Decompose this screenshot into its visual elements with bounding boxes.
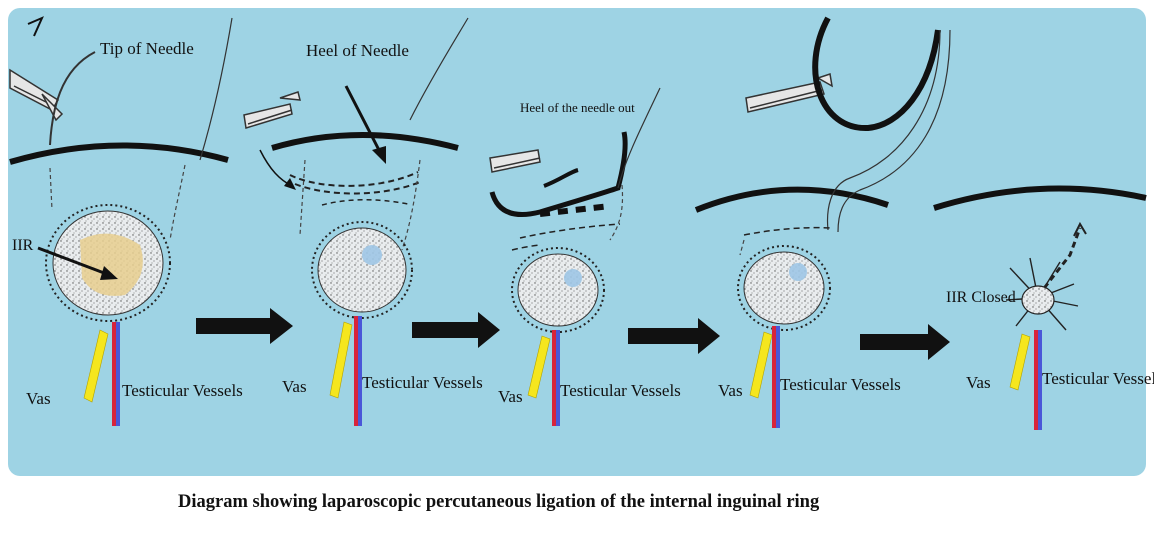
vas-label-4: Vas [718,381,743,400]
testicular-vessels-label-4: Testicular Vessels [780,375,901,394]
vessel-red-5 [1034,330,1038,430]
vessel-blue-1 [116,322,120,426]
vas-label-2: Vas [282,377,307,396]
testicular-vessels-label-2: Testicular Vessels [362,373,483,392]
figure-caption: Diagram showing laparoscopic percutaneou… [178,492,820,512]
vessel-red-3 [552,330,556,426]
heel-out-label: Heel of the needle out [520,100,635,115]
testicular-vessels-label-3: Testicular Vessels [560,381,681,400]
tip-of-needle-label: Tip of Needle [100,39,194,58]
vessel-red-2 [354,316,358,426]
testicular-vessels-label-1: Testicular Vessels [122,381,243,400]
vessel-red-4 [772,326,776,428]
vessel-blue-2 [358,316,362,426]
testicular-vessels-label-5: Testicular Vessels [1042,369,1154,388]
diagram-background [8,8,1146,476]
vas-label-5: Vas [966,373,991,392]
iir-closed-label: IIR Closed [946,289,1016,306]
iir-label: IIR [12,237,34,254]
closed-ring-knot [1022,286,1054,314]
heel-of-needle-label: Heel of Needle [306,41,409,60]
vas-label-1: Vas [26,389,51,408]
vessel-blue-3 [556,330,560,426]
vessel-red-1 [112,322,116,426]
vas-label-3: Vas [498,387,523,406]
